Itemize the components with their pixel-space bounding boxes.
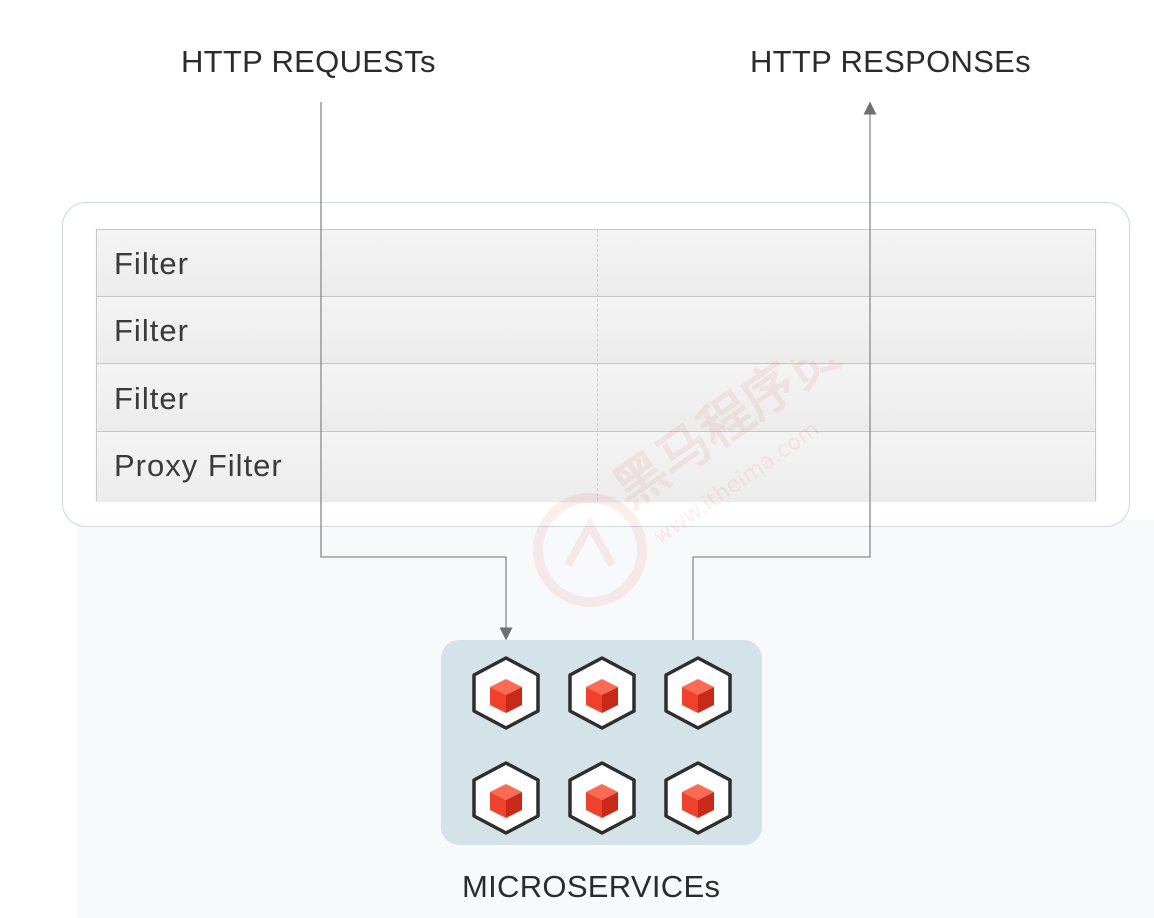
proxy-filter-label: Proxy Filter xyxy=(114,448,283,483)
cube-icon xyxy=(566,655,638,731)
cube-icon xyxy=(662,655,734,731)
proxy-filter-row: Proxy Filter xyxy=(97,432,1095,502)
filter-chain: Filter Filter Filter Proxy Filter xyxy=(96,229,1096,502)
http-requests-label: HTTP REQUESTs xyxy=(181,44,436,79)
filter-label: Filter xyxy=(114,381,189,416)
cube-icon xyxy=(566,760,638,836)
cube-icon xyxy=(470,655,542,731)
http-responses-label: HTTP RESPONSEs xyxy=(750,44,1031,79)
filter-label: Filter xyxy=(114,246,189,281)
filter-divider xyxy=(597,229,598,501)
microservices-label: MICROSERVICEs xyxy=(462,869,721,904)
cube-icon xyxy=(470,760,542,836)
filter-row: Filter xyxy=(97,230,1095,297)
filter-row: Filter xyxy=(97,297,1095,364)
filter-row: Filter xyxy=(97,365,1095,432)
filter-label: Filter xyxy=(114,313,189,348)
cube-icon xyxy=(662,760,734,836)
